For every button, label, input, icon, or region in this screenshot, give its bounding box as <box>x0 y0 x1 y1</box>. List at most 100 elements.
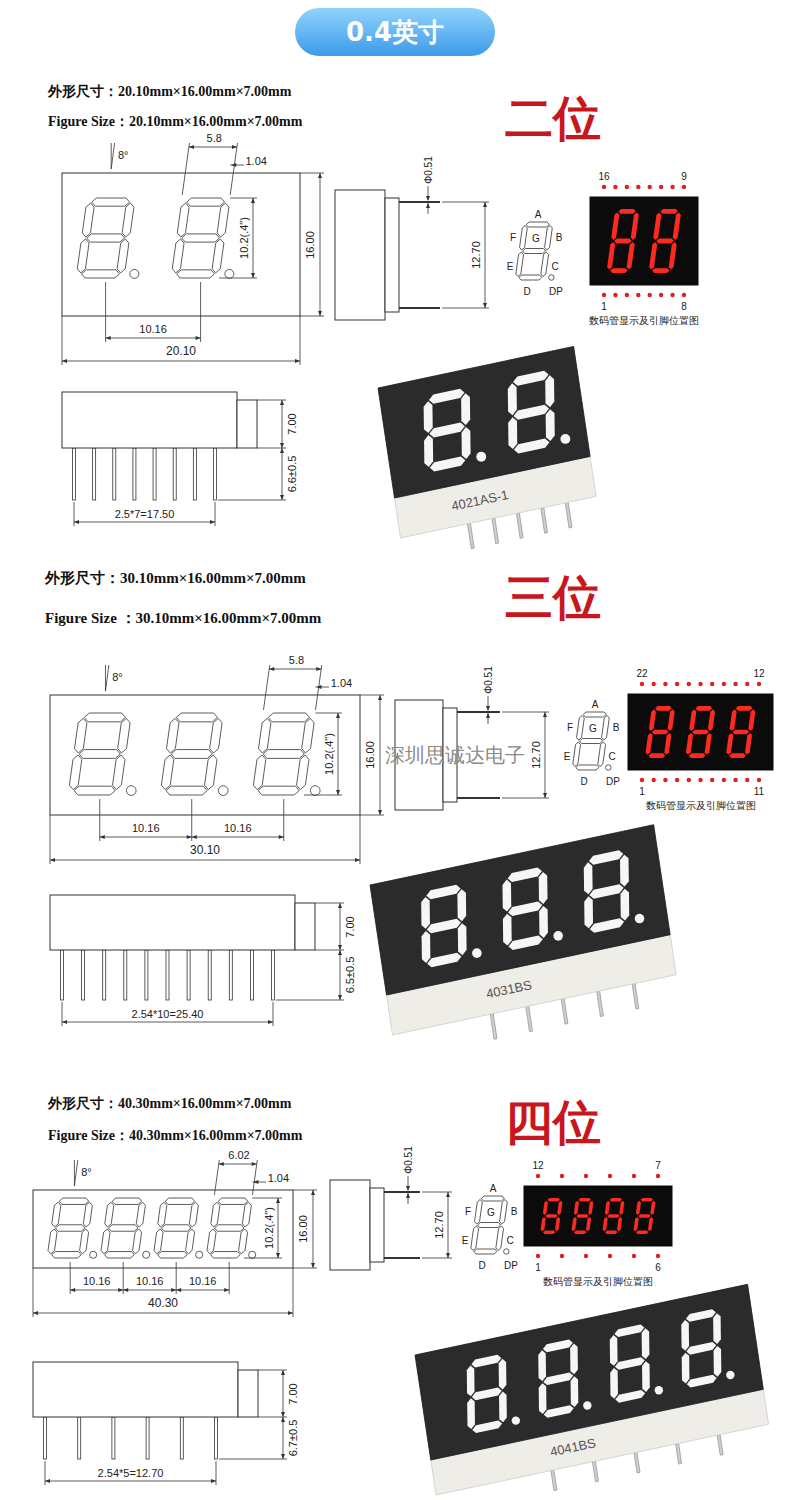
digit-outline <box>217 203 229 237</box>
lit-segment <box>610 268 627 273</box>
decimal-point <box>476 452 486 462</box>
photo-segment <box>427 919 461 933</box>
arrow-head <box>336 713 340 718</box>
pin <box>112 1417 115 1459</box>
photo-face <box>378 346 590 498</box>
digit-outline <box>205 755 217 790</box>
size-spec: 外形尺寸：40.30mm×16.00mm×7.00mm <box>48 1096 291 1111</box>
pin <box>229 950 232 1000</box>
pin-lead <box>457 797 500 799</box>
photo-segment <box>539 906 548 938</box>
decimal-point <box>549 275 555 281</box>
arrow-head <box>318 173 322 178</box>
front-view-outline <box>33 1190 293 1268</box>
photo-segment <box>422 931 431 963</box>
pin-dot <box>687 778 691 782</box>
arrow-head <box>192 835 197 839</box>
photo-pin <box>597 991 604 1017</box>
section-heading: 二位 <box>505 92 601 145</box>
segment-diagram <box>577 716 585 741</box>
dimension-line <box>253 198 254 278</box>
photo-segment <box>514 439 550 454</box>
dimension-line <box>70 1262 71 1294</box>
arrow-head <box>486 713 490 718</box>
dimension-line <box>252 1160 257 1195</box>
digit-outline <box>161 1225 191 1231</box>
arrow-head <box>62 359 67 363</box>
pin-number: 16 <box>598 171 609 182</box>
segment-diagram <box>471 1226 479 1251</box>
dimension-text: 10.16 <box>138 323 168 335</box>
decimal-point <box>512 1416 520 1424</box>
segment-letter: DP <box>504 1260 518 1271</box>
arrow-head <box>338 945 342 950</box>
pin-number: 11 <box>754 786 764 797</box>
digit-outline <box>167 718 179 753</box>
dimension-line <box>50 860 360 861</box>
lit-segment <box>652 730 669 735</box>
photo-segment <box>472 1388 502 1401</box>
arrow-head <box>281 1417 285 1422</box>
digit-outline <box>80 1229 89 1254</box>
digit-outline <box>211 1252 241 1258</box>
lit-segment <box>652 268 669 273</box>
photo-segment <box>429 389 465 404</box>
arrow-head <box>338 995 342 1000</box>
arrow-head <box>100 835 105 839</box>
dimension-text: 16.00 <box>364 740 376 770</box>
photo-segment <box>457 889 466 921</box>
dimension-line <box>338 713 339 795</box>
digit-outline <box>161 755 173 790</box>
photo-pin <box>676 1443 682 1464</box>
arrow-head <box>316 667 321 671</box>
lit-segment <box>605 1201 610 1215</box>
pin <box>250 950 253 1000</box>
angle-line <box>111 143 114 169</box>
dimension-line <box>273 1002 274 1026</box>
lit-segment <box>605 1230 617 1234</box>
dimension-line <box>340 950 341 1000</box>
dimension-line <box>304 795 342 796</box>
pin <box>214 448 217 500</box>
pin-dot <box>560 1254 564 1258</box>
pin-dot <box>656 1254 660 1258</box>
segment-diagram <box>478 1223 501 1228</box>
segment-diagram <box>474 1249 497 1254</box>
segment-letter: C <box>506 1235 513 1246</box>
lit-segment <box>614 239 631 244</box>
dimension-line <box>283 1417 284 1459</box>
pin-number: 8 <box>681 301 687 312</box>
pin-lead <box>457 711 500 713</box>
arrow-head <box>251 273 255 278</box>
pin-dot <box>632 1254 636 1258</box>
pin-number: 22 <box>636 668 647 679</box>
arrow-head <box>176 1288 181 1292</box>
dimension-text: 10.2(.4") <box>263 1206 275 1250</box>
arrow-head <box>295 359 300 363</box>
lit-segment <box>557 1201 562 1215</box>
photo-segment <box>458 923 467 955</box>
arrow-head <box>336 790 340 795</box>
lit-segment <box>708 709 715 731</box>
photo-segment <box>642 1328 650 1359</box>
dimension-line <box>74 522 215 523</box>
dimension-line <box>105 282 106 342</box>
segment-letter: E <box>564 751 571 762</box>
dimension-text: 2.5*7=17.50 <box>114 508 176 520</box>
arrow-head <box>281 1454 285 1459</box>
arrow-head <box>426 196 430 201</box>
decimal-point <box>504 1249 510 1255</box>
bottom-view-step <box>238 1370 258 1417</box>
pin-dot <box>625 293 629 297</box>
lit-segment <box>664 733 671 755</box>
dimension-line <box>545 712 546 798</box>
arrow-head <box>406 1193 410 1198</box>
digit-outline <box>75 718 87 753</box>
digit-outline <box>59 1198 89 1204</box>
digit-outline <box>84 713 125 722</box>
dimension-line <box>313 1190 314 1268</box>
lit-segment <box>641 1198 653 1202</box>
photo-segment <box>467 1398 475 1429</box>
pin <box>187 950 190 1000</box>
dimension-text: 10.16 <box>82 1275 112 1287</box>
